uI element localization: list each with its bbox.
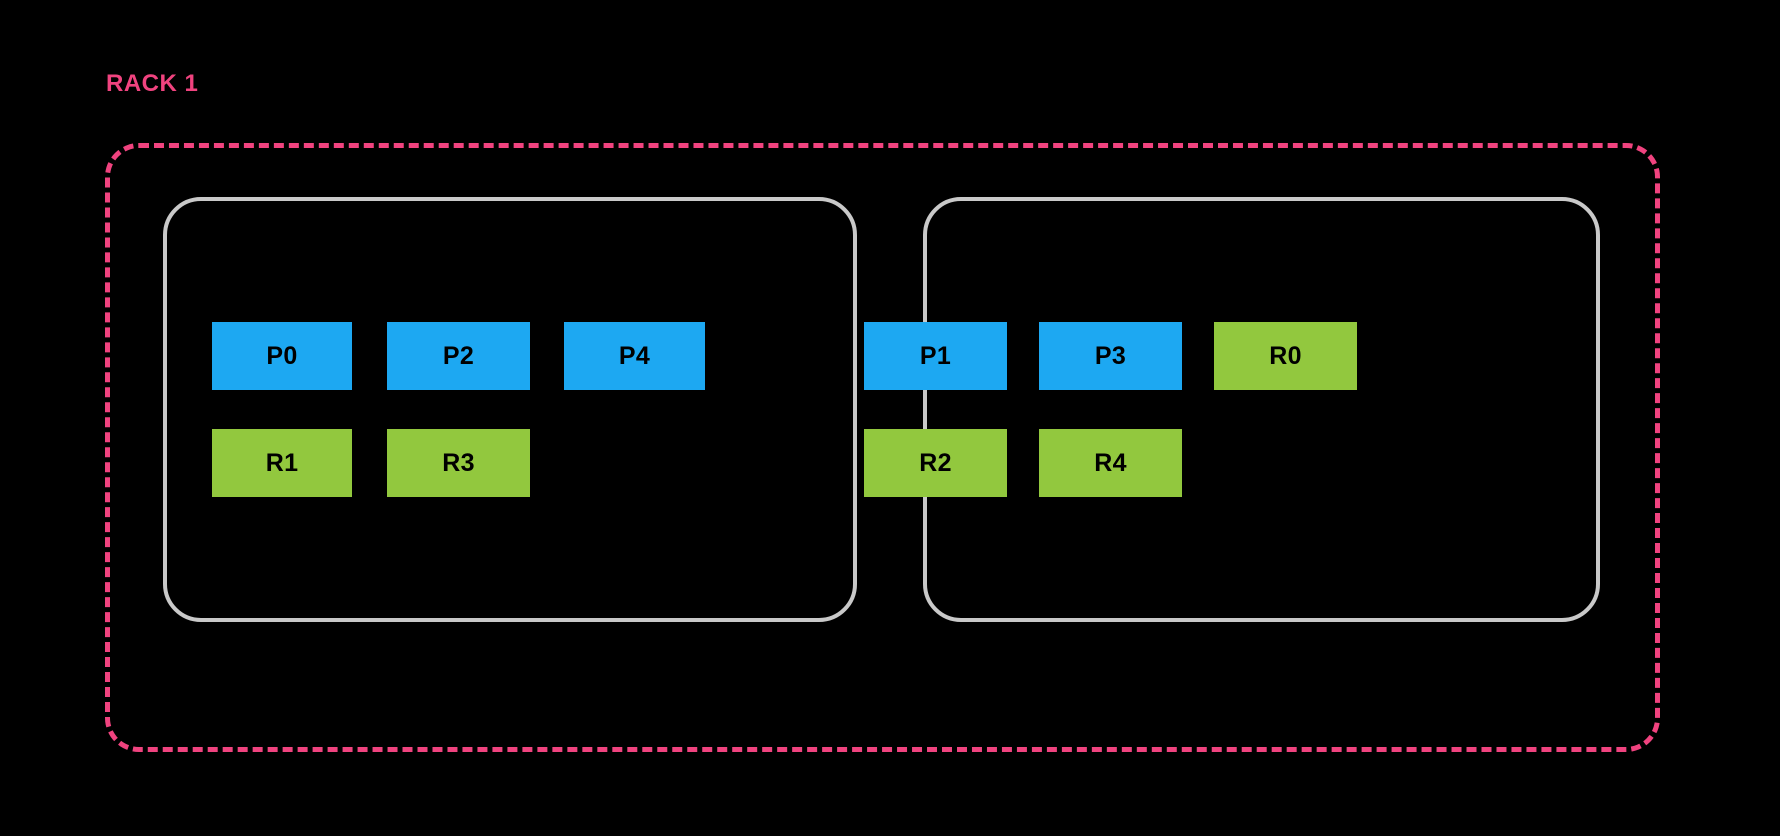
block-r2[interactable]: R2 [864, 429, 1007, 497]
block-r0[interactable]: R0 [1214, 322, 1357, 390]
rack-boundary [105, 143, 1660, 752]
block-p2[interactable]: P2 [387, 322, 530, 390]
block-r3[interactable]: R3 [387, 429, 530, 497]
block-p3[interactable]: P3 [1039, 322, 1182, 390]
block-p0[interactable]: P0 [212, 322, 352, 390]
node-right [923, 197, 1600, 622]
block-r4[interactable]: R4 [1039, 429, 1182, 497]
block-p4[interactable]: P4 [564, 322, 705, 390]
node-left [163, 197, 857, 622]
rack-label: RACK 1 [106, 70, 199, 97]
block-p1[interactable]: P1 [864, 322, 1007, 390]
block-r1[interactable]: R1 [212, 429, 352, 497]
